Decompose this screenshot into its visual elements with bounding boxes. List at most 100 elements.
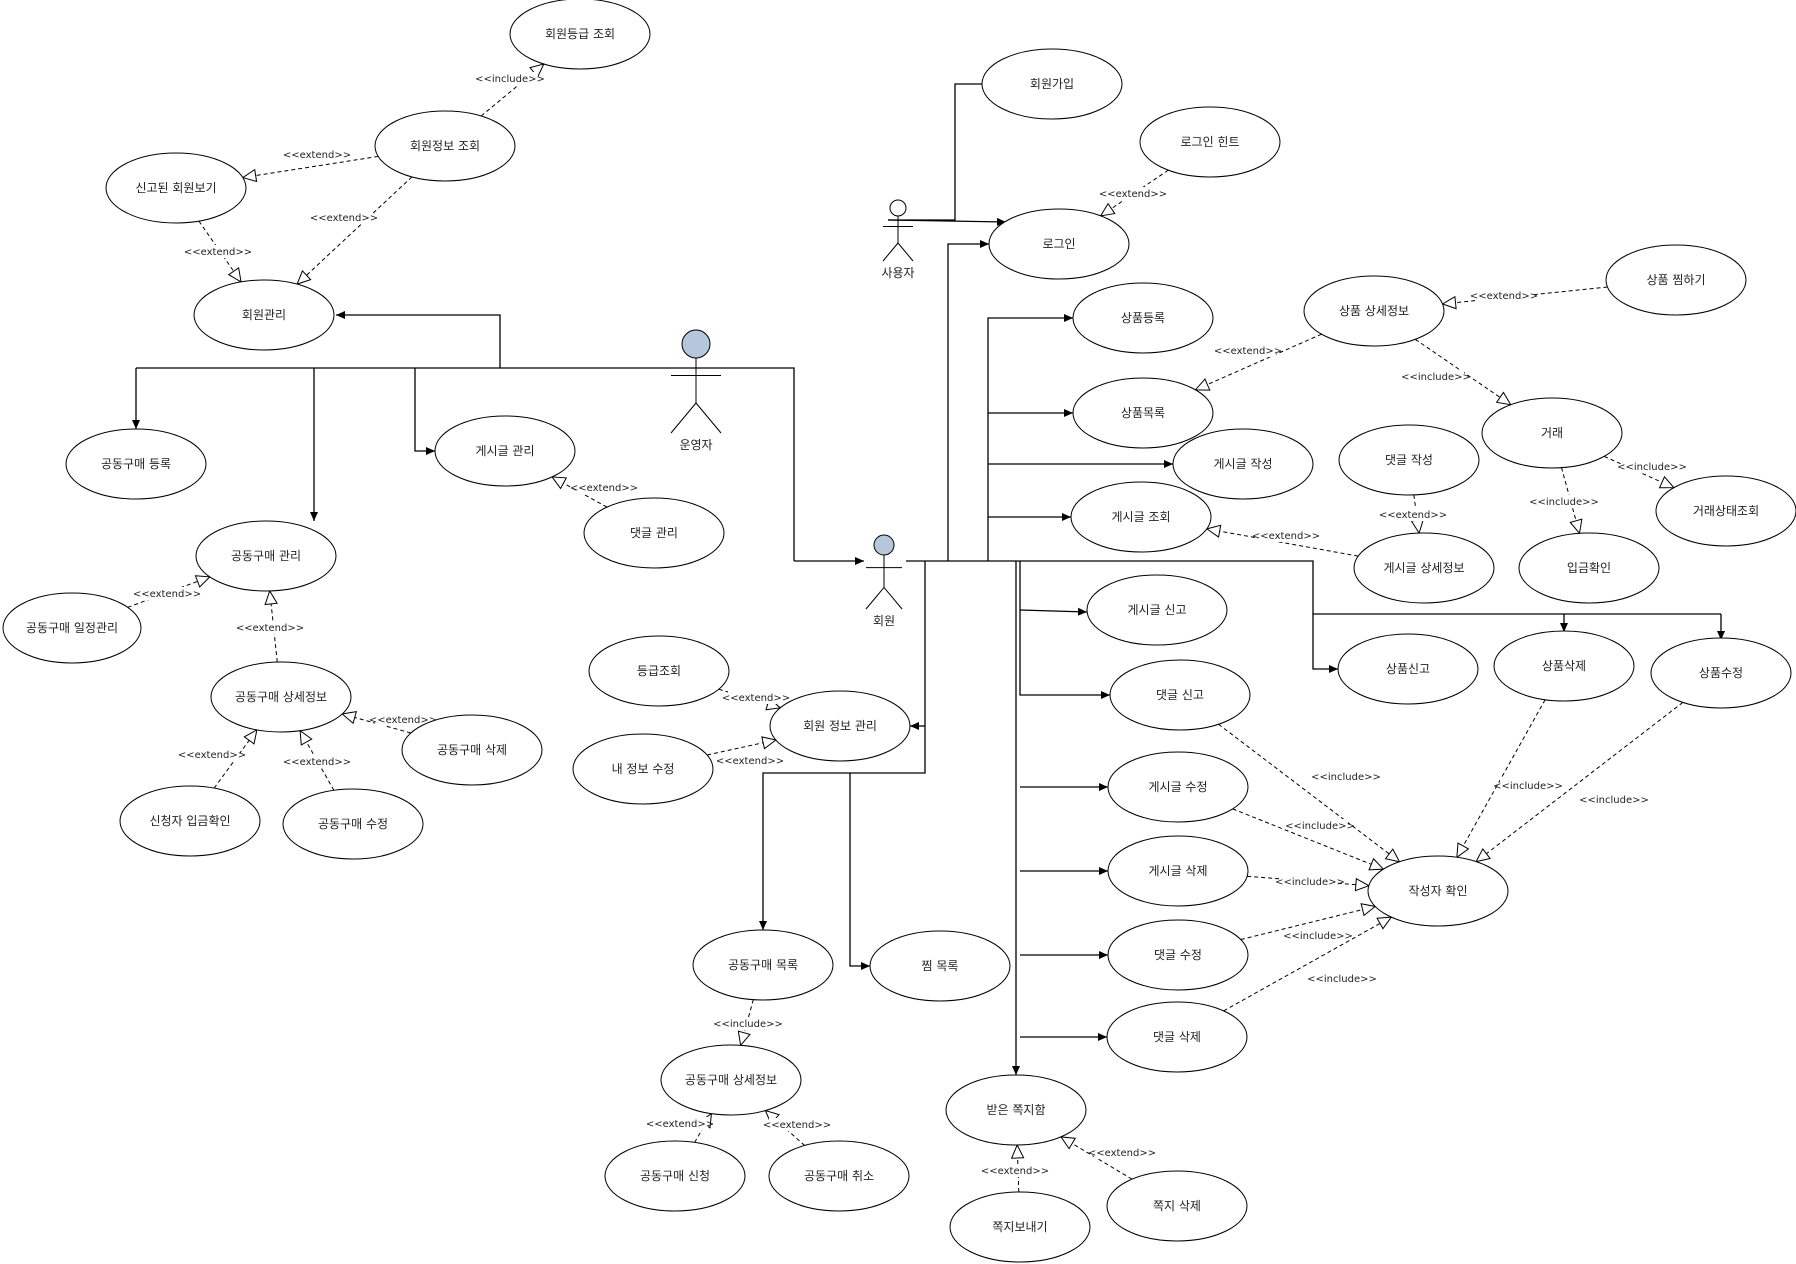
stereotype-label-bg (769, 1118, 825, 1131)
include-relation: <<include>> (1232, 808, 1385, 871)
use-case-comment-write: 댓글 작성 (1338, 424, 1480, 496)
use-case-ellipse (1070, 481, 1212, 553)
include-arrow (1561, 467, 1583, 535)
use-case-label: 상품 찜하기 (1646, 273, 1705, 287)
association-user-login (887, 217, 1007, 226)
include-relation: <<include>> (1247, 875, 1371, 892)
extend-relation: <<extend>> (1194, 333, 1322, 391)
use-case-label: 공동구매 취소 (804, 1169, 874, 1183)
stereotype-label-bg (1586, 793, 1642, 806)
use-case-ellipse (1338, 424, 1480, 496)
use-case-label: 거래 (1541, 426, 1563, 440)
extend-arrow (1205, 524, 1359, 557)
use-case-post-mgmt: 게시글 관리 (434, 415, 576, 487)
use-case-label: 공동구매 신청 (640, 1169, 710, 1183)
extend-relation: <<extend>> (1379, 494, 1447, 535)
stereotype-label: <<include>> (1529, 497, 1599, 508)
include-arrow (1240, 903, 1377, 941)
extend-arrow (1194, 333, 1322, 391)
use-case-label: 등급조회 (637, 664, 681, 678)
extend-relation: <<extend>> (718, 688, 790, 711)
stereotype-label-bg (316, 211, 372, 224)
stereotype-label: <<include>> (1311, 772, 1381, 783)
use-case-post-edit: 게시글 수정 (1107, 751, 1249, 823)
use-case-ellipse (193, 279, 335, 351)
extend-relation: <<extend>> (707, 736, 784, 767)
stereotype-label: <<extend>> (716, 756, 784, 767)
use-case-ellipse (1107, 835, 1249, 907)
use-case-ellipse (988, 208, 1130, 280)
include-relation: <<include>> (1603, 455, 1687, 489)
stereotype-label-bg (1385, 508, 1441, 521)
stereotype-label: <<extend>> (236, 623, 304, 634)
stereotype-label-bg (1220, 344, 1276, 357)
stereotype-label: <<extend>> (1099, 189, 1167, 200)
association-member-login (947, 240, 989, 561)
use-case-label: 공동구매 수정 (318, 817, 388, 831)
stereotype-label: <<extend>> (283, 757, 351, 768)
include-relation: <<include>> (475, 63, 545, 117)
use-case-label: 로그인 (1042, 237, 1075, 251)
include-relation: <<include>> (1401, 338, 1512, 406)
use-case-ellipse (572, 733, 714, 805)
use-case-label: 공동구매 상세정보 (235, 690, 327, 704)
use-case-ellipse (1303, 275, 1445, 347)
include-arrow (1456, 699, 1546, 859)
use-case-ellipse (282, 788, 424, 860)
use-case-gb-detail-member: 공동구매 상세정보 (660, 1044, 802, 1116)
include-relation: <<include>> (713, 999, 783, 1047)
stereotype-label: <<include>> (1307, 974, 1377, 985)
use-case-delete-note: 쪽지 삭제 (1106, 1170, 1248, 1242)
actor-label: 사용자 (881, 266, 914, 280)
use-case-ellipse (65, 428, 207, 500)
use-case-post-write: 게시글 작성 (1172, 428, 1314, 500)
use-case-ellipse (1518, 532, 1660, 604)
stereotype-label: <<extend>> (1470, 291, 1538, 302)
stereotype-label-bg (190, 245, 246, 258)
use-case-label: 찜 목록 (922, 959, 959, 973)
use-case-label: 쪽지보내기 (992, 1220, 1047, 1234)
extend-relation: <<extend>> (341, 711, 437, 734)
use-case-ellipse (1172, 428, 1314, 500)
actor-left-leg (865, 587, 885, 610)
use-case-product-edit: 상품수정 (1650, 637, 1792, 709)
use-case-ellipse (434, 415, 576, 487)
use-case-product-reg: 상품등록 (1072, 282, 1214, 354)
use-case-ellipse (769, 690, 911, 762)
use-case-label: 공동구매 일정관리 (26, 621, 118, 635)
use-case-gb-list: 공동구매 목록 (692, 929, 834, 1001)
use-case-post-delete: 게시글 삭제 (1107, 835, 1249, 907)
actor-left-leg (670, 402, 697, 434)
use-case-product-list: 상품목록 (1072, 377, 1214, 449)
use-case-label: 상품신고 (1386, 662, 1430, 676)
use-case-ellipse (949, 1191, 1091, 1263)
stereotype-label-bg (289, 755, 345, 768)
use-case-gb-detail-admin: 공동구매 상세정보 (210, 661, 352, 733)
use-case-label: 게시글 수정 (1148, 780, 1207, 794)
use-case-label: 신청자 입금확인 (149, 814, 230, 828)
association-user-signup (888, 80, 992, 221)
extend-arrow (296, 176, 413, 285)
use-case-inbox: 받은 쪽지함 (945, 1074, 1087, 1146)
extend-relation: <<extend>> (981, 1143, 1049, 1193)
extend-relation: <<extend>> (551, 476, 638, 508)
use-case-gb-cancel: 공동구매 취소 (768, 1140, 910, 1212)
stereotype-label: <<include>> (713, 1019, 783, 1030)
actor-admin: 운영자 (670, 329, 722, 452)
use-case-ellipse (210, 661, 352, 733)
association-admin-post-mgmt (414, 368, 435, 455)
use-case-ellipse (583, 497, 725, 569)
use-case-ellipse (1072, 282, 1214, 354)
actor-label: 운영자 (679, 438, 712, 452)
include-relation: <<include>> (1475, 701, 1684, 863)
use-case-ellipse (1107, 751, 1249, 823)
stereotype-label: <<extend>> (1379, 510, 1447, 521)
stereotype-label-bg (184, 748, 240, 761)
stereotype-label: <<extend>> (1214, 346, 1282, 357)
use-case-label: 댓글 수정 (1154, 948, 1202, 962)
actor-user: 사용자 (881, 199, 915, 280)
use-case-label: 신고된 회원보기 (135, 181, 216, 195)
use-case-ellipse (119, 785, 261, 857)
